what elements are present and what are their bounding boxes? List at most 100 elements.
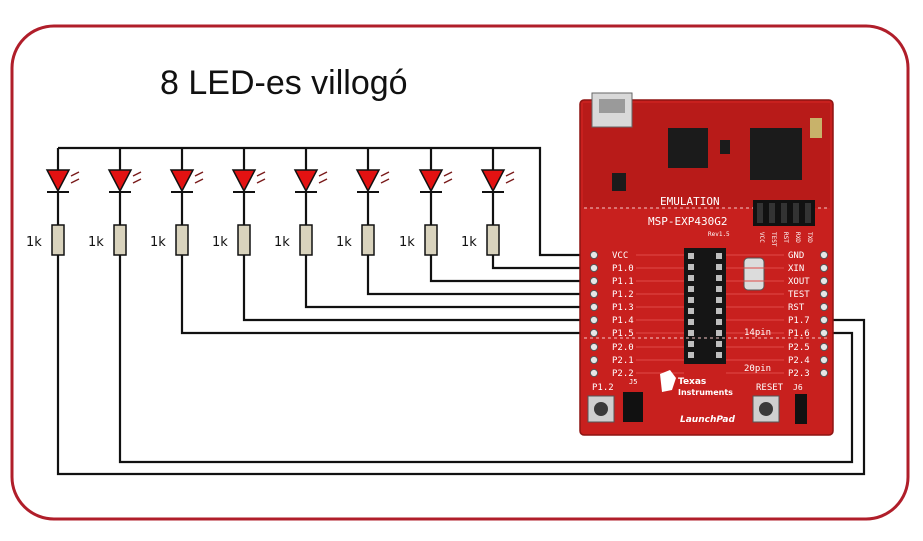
wire-to-left-pin — [429, 255, 592, 283]
socket-pin — [716, 286, 722, 292]
right-pin-label: P1.7 — [788, 316, 810, 326]
socket-pin — [688, 297, 694, 303]
resistor-label: 1k — [399, 235, 415, 250]
emulation-label: EMULATION — [660, 195, 720, 208]
right-pin-label: RST — [788, 303, 805, 313]
j6-label: J6 — [793, 383, 803, 392]
socket-pin — [716, 253, 722, 259]
pin20-label: 20pin — [744, 364, 771, 374]
header-pin — [819, 302, 829, 312]
board-model-label: MSP-EXP430G2 — [648, 215, 727, 228]
pin14-label: 14pin — [744, 328, 771, 338]
socket-pin — [716, 330, 722, 336]
socket-pin — [688, 319, 694, 325]
light-arrow-icon — [380, 171, 390, 177]
header-pin — [589, 276, 599, 286]
header-pin — [819, 250, 829, 260]
launchpad-logo: LaunchPad — [680, 415, 735, 425]
jumper-label: VCC — [758, 232, 765, 243]
resistor — [175, 224, 189, 256]
light-arrow-icon — [318, 171, 328, 177]
wire-to-left-pin — [491, 255, 592, 270]
header-pin — [819, 355, 829, 365]
p1-2-button — [587, 395, 615, 423]
light-arrow-icon — [132, 178, 142, 184]
wire-to-left-pin — [242, 255, 592, 322]
led-column: 1k — [461, 148, 515, 256]
wire-to-p1-6 — [118, 255, 854, 464]
header-pin — [819, 289, 829, 299]
jumper-cap — [769, 203, 775, 223]
resistor — [237, 224, 251, 256]
resistor — [486, 224, 500, 256]
header-pin — [589, 368, 599, 378]
resistor-label: 1k — [274, 235, 290, 250]
button-cap-2 — [759, 402, 773, 416]
socket-pin — [688, 286, 694, 292]
jumper-cap — [781, 203, 787, 223]
header-pin — [589, 289, 599, 299]
light-arrow-icon — [256, 171, 266, 177]
light-arrow-icon — [505, 171, 515, 177]
resistor-label: 1k — [88, 235, 104, 250]
socket-pin — [716, 275, 722, 281]
led-icon — [45, 169, 71, 193]
light-arrow-icon — [443, 178, 453, 184]
resistor — [51, 224, 65, 256]
small-ic-2 — [720, 140, 730, 154]
wire-to-p1-7 — [56, 255, 866, 476]
light-arrow-icon — [443, 171, 453, 177]
light-arrow-icon — [256, 178, 266, 184]
light-arrow-icon — [70, 171, 80, 177]
wire-to-left-pin — [304, 255, 592, 309]
vcc-bus-wire — [58, 146, 592, 257]
right-pin-label: XOUT — [788, 277, 810, 287]
socket-pin — [688, 330, 694, 336]
j5-header — [623, 392, 643, 422]
32khz-crystal — [743, 257, 765, 291]
led-column: 1k — [150, 148, 204, 256]
header-pin — [589, 342, 599, 352]
jumper-cap — [757, 203, 763, 223]
left-pin-label: P1.0 — [612, 264, 634, 274]
header-pin — [589, 302, 599, 312]
resistor — [424, 224, 438, 256]
jumper-label: TEST — [770, 232, 777, 247]
usb-controller-chip — [668, 128, 708, 168]
ti-line2: Instruments — [678, 388, 733, 397]
right-pin-label: P2.5 — [788, 343, 810, 353]
launchpad-board: EMULATION MSP-EXP430G2 Rev1.5 VCC TEST RST… — [579, 92, 834, 436]
socket-pin — [688, 308, 694, 314]
right-pin-label: P2.3 — [788, 369, 810, 379]
socket-pin — [688, 341, 694, 347]
left-pin-label: P2.0 — [612, 343, 634, 353]
light-arrow-icon — [194, 178, 204, 184]
left-pin-label: P1.4 — [612, 316, 634, 326]
jumper-label: TXD — [806, 232, 813, 243]
left-pin-label: P1.2 — [612, 290, 634, 300]
right-pin-label: P1.6 — [788, 329, 810, 339]
led-column: 1k — [336, 148, 390, 256]
resistor-label: 1k — [336, 235, 352, 250]
board-rev-label: Rev1.5 — [708, 231, 730, 238]
socket-pin — [716, 297, 722, 303]
left-pin-label: P1.5 — [612, 329, 634, 339]
resistor-label: 1k — [26, 235, 42, 250]
signal-wires — [56, 255, 866, 476]
j5-label: J5 — [629, 378, 637, 386]
light-arrow-icon — [318, 178, 328, 184]
reset-button — [752, 395, 780, 423]
header-pin — [589, 328, 599, 338]
led-column: 1k — [212, 148, 266, 256]
header-pin — [819, 276, 829, 286]
button-cap — [594, 402, 608, 416]
wire-to-left-pin — [180, 255, 592, 335]
jumper-label: RXD — [794, 232, 801, 243]
resistor — [299, 224, 313, 256]
socket-pin — [716, 319, 722, 325]
socket-pin — [716, 341, 722, 347]
led-icon — [355, 169, 381, 193]
